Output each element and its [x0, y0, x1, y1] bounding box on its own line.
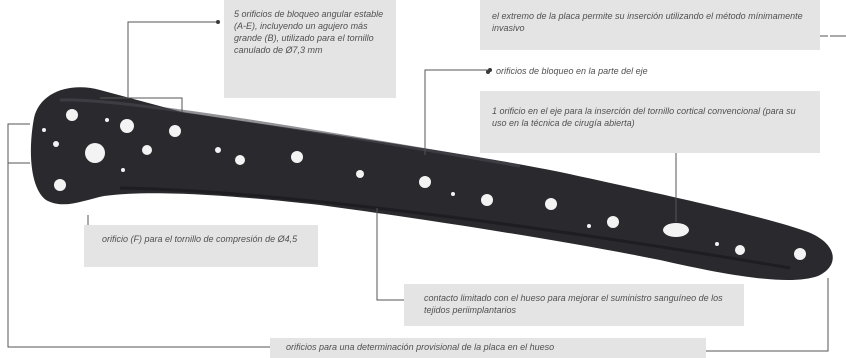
- cortical-hole: [663, 223, 689, 237]
- small-hole-4: [121, 168, 125, 172]
- end-hole: [794, 248, 806, 260]
- shaft-hole-6: [481, 194, 493, 206]
- callout-plate-end: el extremo de la placa permite su inserc…: [480, 0, 820, 50]
- callout-locking-holes-head: 5 orificios de bloqueo angular estable (…: [224, 0, 396, 98]
- bone-plate: [30, 87, 833, 281]
- shaft-hole-2: [235, 155, 245, 165]
- callout-limited-contact: contacto limitado con el hueso para mejo…: [404, 284, 744, 326]
- leader-contact: [376, 208, 408, 301]
- callout-cortical-hole: 1 orificio en el eje para la inserción d…: [480, 91, 820, 153]
- leader-lines: [7, 21, 846, 352]
- bullet-icon: [486, 69, 490, 74]
- hole-a: [66, 109, 78, 121]
- small-hole-2: [53, 141, 59, 147]
- shaft-hole-4: [356, 170, 364, 178]
- shaft-hole-7: [545, 198, 557, 210]
- hole-b: [85, 143, 105, 163]
- head-holes: [42, 109, 181, 191]
- small-shaft-hole-2: [587, 224, 591, 228]
- callout-shaft-locking: orificios de bloqueo en la parte del eje: [486, 63, 816, 79]
- shaft-hole-1: [215, 147, 221, 153]
- leader-right-bottom: [700, 278, 829, 352]
- shaft-hole-3: [291, 151, 303, 163]
- leader-head: [127, 21, 218, 112]
- hole-d: [169, 125, 181, 137]
- hole-c: [120, 119, 134, 133]
- shaft-holes: [215, 147, 806, 260]
- shaft-hole-5: [419, 176, 431, 188]
- leader-shaft-locking: [424, 69, 490, 155]
- callout-provisional-holes: orificios para una determinación provisi…: [270, 338, 706, 358]
- small-hole-1: [42, 128, 46, 132]
- small-shaft-hole-1: [451, 192, 455, 196]
- callout-compression-hole: orificio (F) para el tornillo de compres…: [84, 225, 318, 267]
- leader-provisional: [7, 123, 272, 348]
- shaft-hole-8: [607, 216, 619, 228]
- small-hole-3: [105, 118, 109, 122]
- shaft-hole-9: [735, 245, 745, 255]
- hole-f: [54, 179, 66, 191]
- hole-e: [142, 145, 152, 155]
- small-shaft-hole-3: [715, 242, 719, 246]
